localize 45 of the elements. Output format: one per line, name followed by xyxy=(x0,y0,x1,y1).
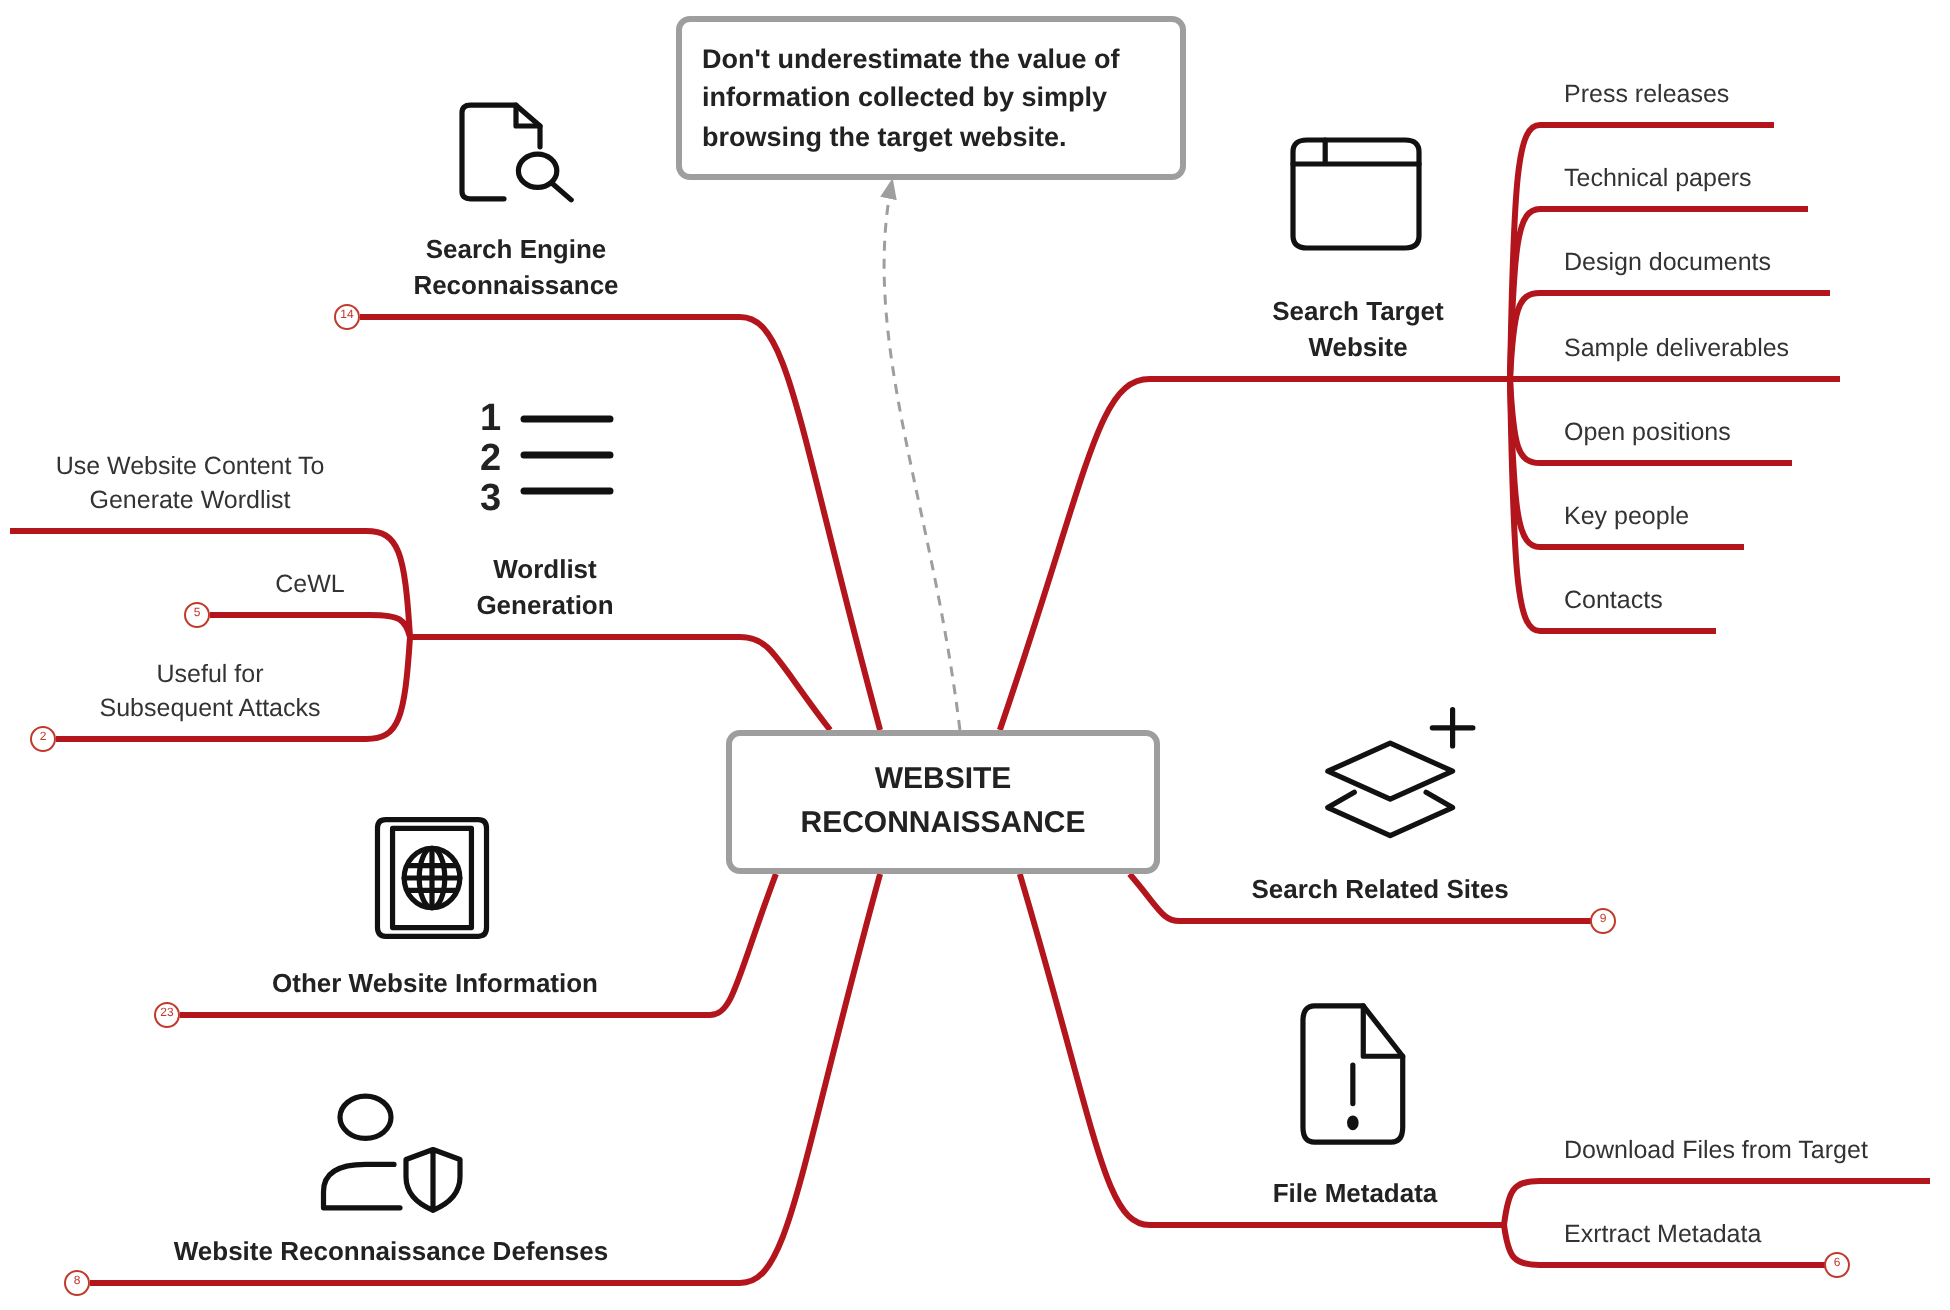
topic-label: Other Website Information xyxy=(270,966,600,1002)
branch-line xyxy=(1016,873,1151,1228)
list-number: 3 xyxy=(480,480,502,518)
subtopic-label: Use Website Content To Generate Wordlist xyxy=(53,450,327,518)
branch-line xyxy=(1507,290,1541,380)
subtopic-label: Download Files from Target xyxy=(1564,1134,1870,1168)
subtopic xyxy=(1540,332,1840,382)
topic-label: Search Target Website xyxy=(1270,294,1446,366)
subtopic xyxy=(1540,416,1792,466)
topic-label: File Metadata xyxy=(1270,1176,1440,1212)
branch-line xyxy=(739,873,883,1286)
subtopic-label: Open positions xyxy=(1564,416,1733,450)
subtopic xyxy=(1540,78,1774,128)
subtopic xyxy=(1540,500,1744,550)
subtopic xyxy=(1540,246,1830,296)
branch-line xyxy=(369,612,413,638)
branch-line xyxy=(1507,378,1541,634)
subtopic xyxy=(1540,1134,1930,1184)
subtopic xyxy=(210,568,370,618)
branch-line xyxy=(739,314,883,731)
topic-label: Search Engine Reconnaissance xyxy=(411,232,621,304)
subtopic xyxy=(1540,162,1808,212)
branch-line xyxy=(997,376,1151,731)
subtopic xyxy=(1540,584,1716,634)
subtopic-label: CeWL xyxy=(273,568,347,602)
subtopic-label: Exrtract Metadata xyxy=(1564,1218,1764,1252)
branch-line xyxy=(1510,376,1540,382)
branch-line xyxy=(1127,872,1181,924)
subtopic-label: Design documents xyxy=(1564,246,1774,280)
list-number: 1 xyxy=(480,400,502,438)
subtopic-label: Contacts xyxy=(1564,584,1665,618)
subtopic-label: Technical papers xyxy=(1564,162,1754,196)
central-topic-box: WEBSITE RECONNAISSANCE xyxy=(726,730,1160,874)
topic-label: Wordlist Generation xyxy=(474,552,616,624)
subtopic-label: Key people xyxy=(1564,500,1692,534)
topic-label: Search Related Sites xyxy=(1249,872,1511,908)
arrow xyxy=(881,177,962,731)
topic-label: Website Reconnaissance Defenses xyxy=(171,1234,611,1270)
subtopic-label: Press releases xyxy=(1564,78,1732,112)
branch-line xyxy=(739,634,833,732)
subtopic-label: Sample deliverables xyxy=(1564,332,1792,366)
list-number: 2 xyxy=(480,440,502,478)
subtopic-label: Useful for Subsequent Attacks xyxy=(97,658,323,726)
callout-box: Don't underestimate the value of information collected by simply browsing the target website. xyxy=(676,16,1186,180)
branch-line xyxy=(709,872,779,1018)
